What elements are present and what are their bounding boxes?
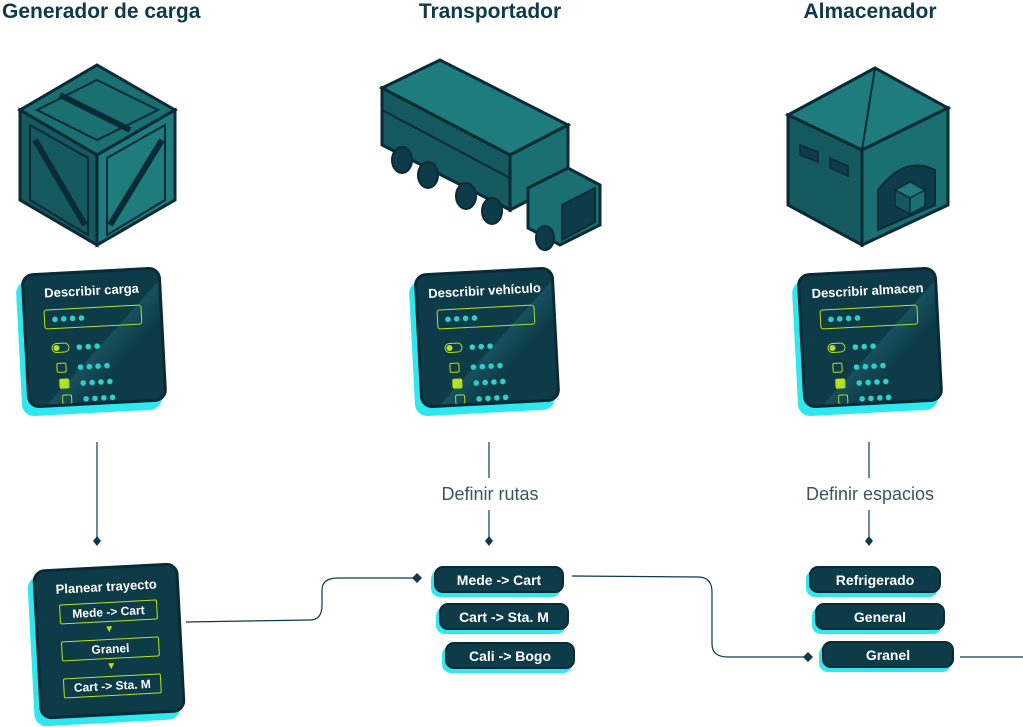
checkbox-checked[interactable] [835, 378, 846, 389]
row-dots: ●●●● [469, 357, 506, 374]
card-title: Describir almacen [811, 280, 924, 301]
row-dots: ●●●● [854, 372, 892, 390]
checkbox[interactable] [61, 394, 73, 405]
input-bar[interactable]: ●●●● [43, 304, 143, 330]
route-pill[interactable]: Cali -> Bogo [445, 642, 575, 669]
edge-label-define-spaces: Definir espacios [805, 484, 935, 504]
row-dots: ●●● [468, 337, 496, 354]
checkbox-checked[interactable] [452, 378, 463, 389]
route-pill[interactable]: Mede -> Cart [434, 566, 564, 593]
toggle[interactable] [827, 342, 846, 354]
row-dots: ●●● [75, 337, 103, 354]
input-dots: ●●●● [50, 309, 87, 327]
checkbox[interactable] [837, 394, 849, 405]
input-bar[interactable]: ●●●● [819, 304, 919, 330]
row-dots: ●●●● [852, 357, 889, 374]
input-dots: ●●●● [443, 309, 480, 327]
checkbox-checked[interactable] [59, 378, 70, 389]
space-pill[interactable]: Granel [822, 641, 954, 668]
column-title-generator: Generador de carga [2, 0, 201, 23]
row-dots: ●●●● [471, 372, 509, 390]
checkbox[interactable] [832, 362, 843, 373]
plan-title: Planear trayecto [55, 576, 158, 597]
row-dots: ●●●● [76, 357, 113, 374]
space-pill[interactable]: General [815, 603, 945, 630]
card-plan-route[interactable]: Planear trayecto Mede -> Cart ▼ Granel ▼… [27, 562, 186, 727]
row-dots: ●●● [851, 337, 879, 354]
row-dots: ●●●● [474, 388, 511, 406]
connectors [96, 442, 1023, 658]
chevron-down-icon: ▼ [106, 660, 117, 673]
route-pill[interactable]: Cart -> Sta. M [439, 603, 569, 630]
column-title-transporter: Transportador [418, 0, 562, 23]
card-describe-warehouse[interactable]: Describir almacen ●●●● ●●● ●●●● ●●●● ●●●… [791, 266, 944, 417]
row-dots: ●●●● [857, 388, 894, 406]
plan-step[interactable]: Cart -> Sta. M [62, 673, 162, 699]
toggle[interactable] [444, 342, 463, 354]
checkbox[interactable] [56, 362, 67, 373]
column-title-warehouse: Almacenador [803, 0, 937, 23]
input-dots: ●●●● [826, 309, 863, 327]
crate-icon [17, 63, 179, 248]
connector-diamonds [93, 536, 873, 662]
card-title: Describir vehículo [427, 280, 542, 302]
truck-icon [378, 58, 602, 251]
edge-label-define-routes: Definir rutas [441, 484, 539, 504]
chevron-down-icon: ▼ [104, 623, 115, 636]
row-dots: ●●●● [78, 372, 116, 390]
plan-step[interactable]: Granel [60, 636, 160, 662]
card-describe-vehicle[interactable]: Describir vehículo ●●●● ●●● ●●●● ●●●● ●●… [408, 266, 561, 417]
card-title: Describir carga [43, 280, 140, 301]
row-dots: ●●●● [81, 388, 118, 406]
input-bar[interactable]: ●●●● [436, 304, 536, 330]
warehouse-icon [784, 66, 952, 248]
space-pill[interactable]: Refrigerado [809, 566, 941, 593]
checkbox[interactable] [449, 362, 460, 373]
toggle[interactable] [51, 342, 70, 354]
card-describe-cargo[interactable]: Describir carga ●●●● ●●● ●●●● ●●●● ●●●● [15, 266, 168, 417]
plan-step[interactable]: Mede -> Cart [59, 599, 158, 625]
checkbox[interactable] [454, 394, 466, 405]
